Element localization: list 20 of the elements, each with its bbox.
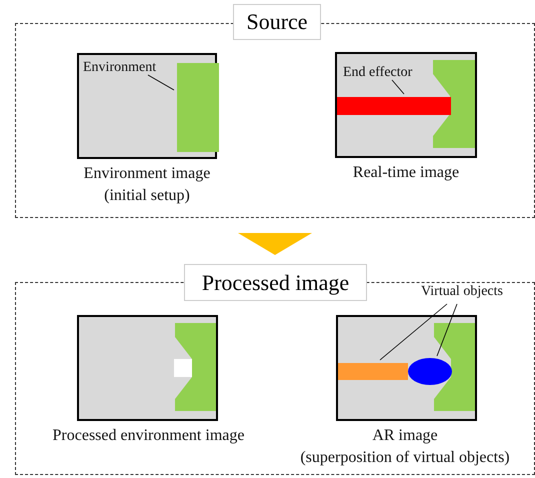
leader-line xyxy=(392,80,404,94)
image-caption: Processed environment image xyxy=(52,426,246,446)
image-caption: AR image xyxy=(371,426,439,446)
leader-line xyxy=(380,304,448,360)
virtual-object-ellipse xyxy=(408,358,452,385)
leader-line xyxy=(148,74,174,90)
environment-block xyxy=(177,63,219,152)
end-effector-bar xyxy=(337,97,451,115)
image-caption: Environment image xyxy=(82,164,212,184)
image-caption: Real-time image xyxy=(352,163,460,183)
flow-arrow xyxy=(238,233,312,255)
callout-label: Virtual objects xyxy=(421,284,503,300)
leader-line xyxy=(436,304,458,356)
image-caption: (initial setup) xyxy=(103,186,191,206)
callout-label: Environment xyxy=(83,60,156,76)
callout-label: End effector xyxy=(343,65,412,81)
group-title: Processed image xyxy=(184,264,367,301)
group-title: Source xyxy=(233,4,321,40)
image-caption: (superposition of virtual objects) xyxy=(299,448,511,468)
virtual-tool-bar xyxy=(338,363,408,380)
